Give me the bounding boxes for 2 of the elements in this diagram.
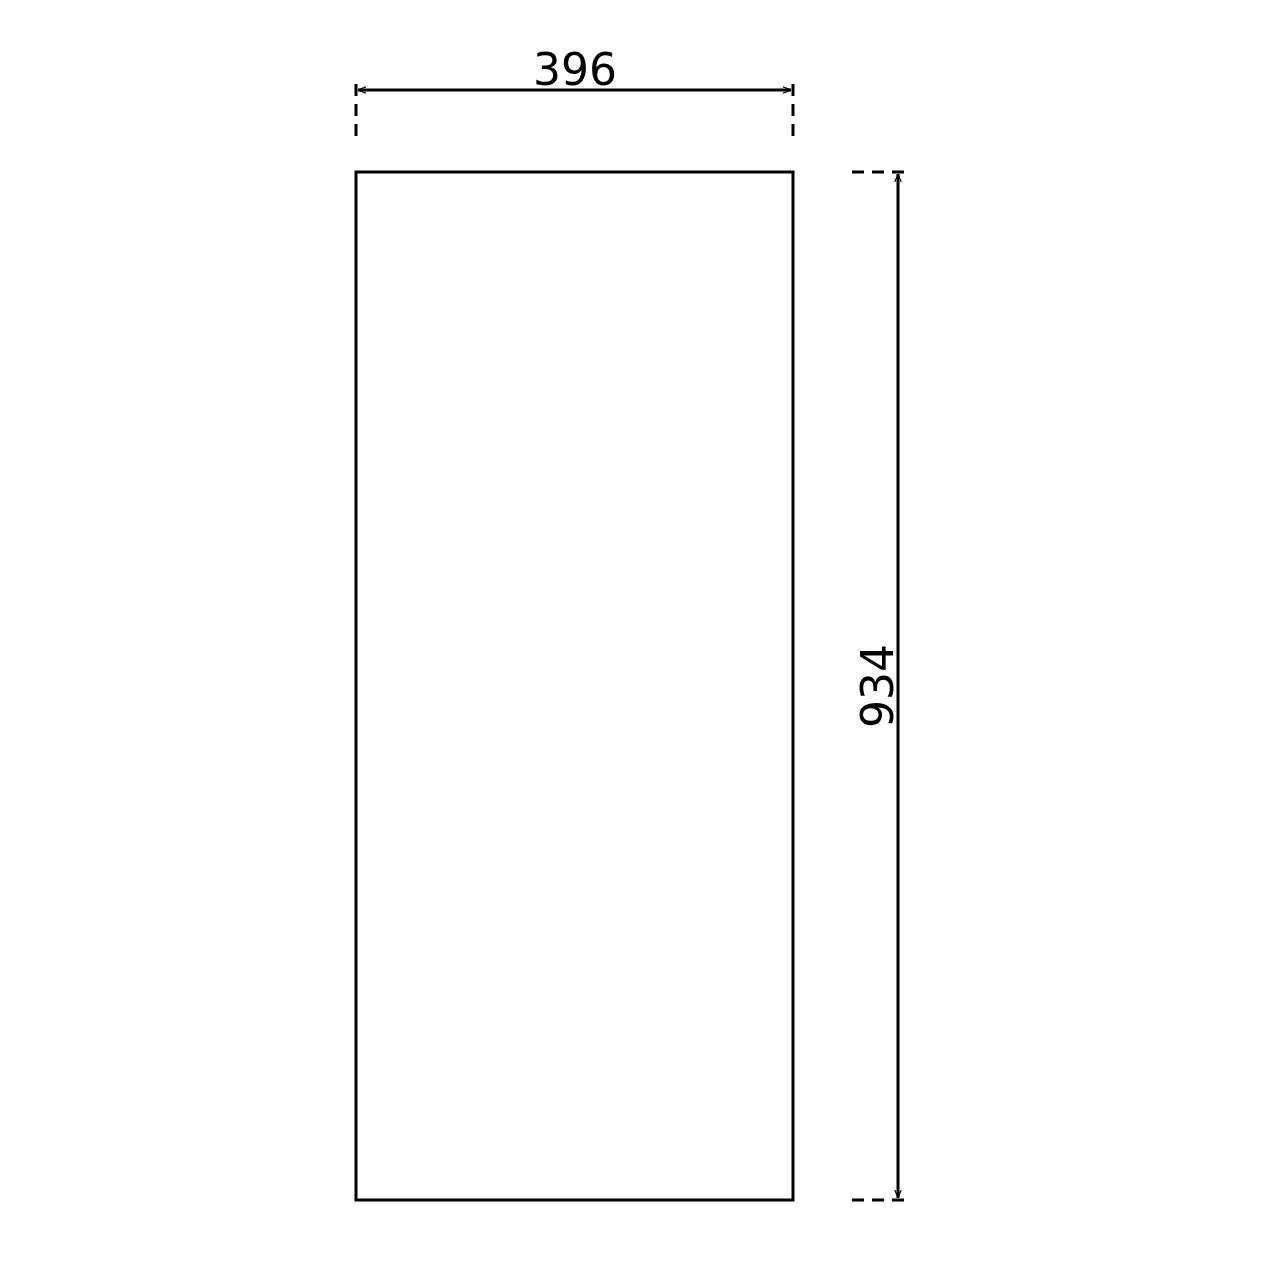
dimension-label: 396 — [533, 48, 617, 92]
dimension-label: 934 — [856, 644, 900, 728]
